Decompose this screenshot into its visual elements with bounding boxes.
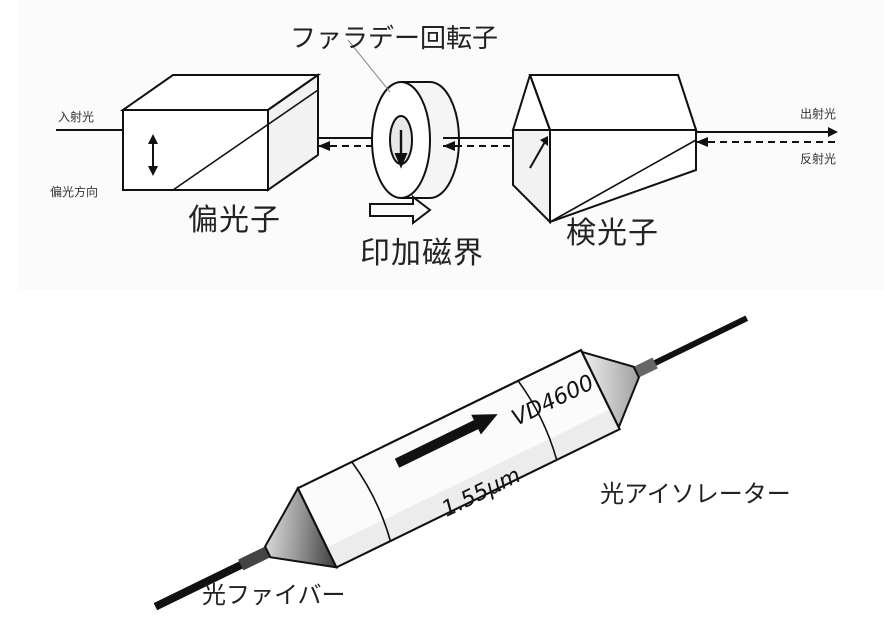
output-light-label: 出射光: [800, 107, 837, 121]
polarizer-label: 偏光子: [188, 203, 281, 238]
applied-field-label: 印加磁界: [360, 236, 484, 271]
body-seam-right: [517, 380, 558, 461]
fiber-label: 光ファイバー: [202, 581, 346, 609]
body-seam-left: [351, 461, 392, 542]
isolator-label: 光アイソレーター: [600, 480, 791, 508]
rotator-leader-line: [347, 39, 391, 93]
polarizer-prism: [119, 73, 322, 192]
applied-field-arrow: [369, 194, 432, 226]
analyzer-label: 検光子: [566, 216, 659, 251]
fiber-right: [646, 315, 749, 370]
fiber-left-boot: [238, 546, 271, 571]
polarization-direction-label: 偏光方向: [50, 185, 99, 199]
fiber-left: [153, 554, 257, 611]
return-light-label: 反射光: [800, 152, 837, 166]
faraday-rotator-label: ファラデー回転子: [290, 24, 499, 54]
isolator-principle-diagram: ファラデー回転子 入射光 偏光方向 偏光子 印加磁界 検光子 出射光 反射光: [18, 0, 884, 290]
isolator-principle-drawing: [56, 39, 838, 226]
faraday-rotator: [371, 81, 460, 199]
direction-arrow-shaft: [394, 419, 481, 468]
isolator-device-illustration: VD4600 1.55μm 光アイソレーター 光ファイバー: [0, 292, 884, 621]
incident-light-label: 入射光: [58, 110, 95, 124]
analyzer-axis-arrow: [529, 139, 547, 169]
isolator-device-drawing: [153, 315, 749, 611]
analyzer-prism: [511, 74, 698, 225]
direction-arrow-head: [471, 414, 498, 435]
